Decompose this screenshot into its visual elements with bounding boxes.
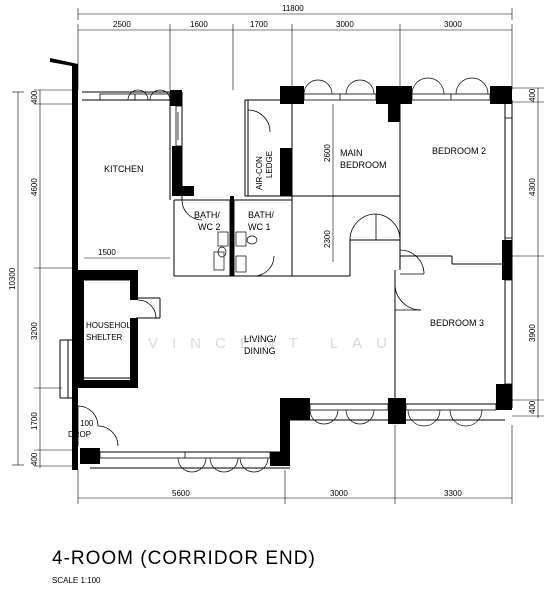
dim-left-3: 3200 [30, 322, 39, 340]
dim-kitchen-width: 1500 [98, 248, 116, 257]
window-swings [127, 77, 489, 473]
room-label-kitchen: KITCHEN [104, 164, 144, 174]
dim-top-3: 1700 [250, 20, 268, 29]
plan-title: 4-ROOM (CORRIDOR END) [52, 548, 316, 569]
dim-top-1: 2500 [113, 20, 131, 29]
dimension-lines [12, 8, 544, 504]
bath-fixtures [213, 231, 258, 273]
doors [77, 105, 425, 447]
dim-inner-mb-lower: 2300 [323, 230, 332, 248]
room-label-bedroom-3: BEDROOM 3 [430, 318, 484, 328]
dim-top-2: 1600 [190, 20, 208, 29]
room-label-bath2-1: BATH/ [194, 210, 220, 220]
room-label-drop-2: DROP [68, 430, 91, 439]
room-label-living-2: DINING [244, 346, 276, 356]
dim-right-4: 400 [528, 400, 537, 414]
watermark: VINCENT LAU [148, 335, 401, 352]
room-label-aircon-1: AIR-CON [255, 156, 264, 190]
thick-walls [50, 58, 512, 470]
dim-left-1: 400 [30, 90, 39, 104]
room-label-bath1-2: WC 1 [248, 222, 271, 232]
room-label-living-1: LIVING/ [244, 334, 277, 344]
dim-left-total: 10300 [8, 267, 17, 290]
dim-right-2: 4300 [528, 178, 537, 196]
dim-inner-mb-upper: 2600 [323, 144, 332, 162]
room-label-drop-1: 100 [80, 419, 94, 428]
plan-scale: SCALE 1:100 [52, 576, 101, 585]
dim-left-5: 400 [30, 452, 39, 466]
dim-top-4: 3000 [336, 20, 354, 29]
room-label-bath1-1: BATH/ [248, 210, 274, 220]
dim-left-4: 1700 [30, 412, 39, 430]
room-label-bath2-2: WC 2 [198, 222, 221, 232]
dim-bottom-3: 3300 [444, 489, 462, 498]
room-label-main-bedroom-1: MAIN [340, 148, 363, 158]
dim-left-2: 4600 [30, 178, 39, 196]
room-label-shelter-2: SHELTER [86, 333, 123, 342]
room-label-main-bedroom-2: BEDROOM [340, 160, 387, 170]
dim-top-total: 11800 [282, 4, 304, 13]
room-label-shelter-1: HOUSEHOLD [86, 321, 137, 330]
windows [99, 93, 513, 459]
dim-bottom-1: 5600 [172, 489, 190, 498]
dim-right-3: 3900 [528, 324, 537, 342]
room-label-bedroom-2: BEDROOM 2 [432, 146, 486, 156]
dim-right-1: 400 [528, 88, 537, 102]
dim-top-5: 3000 [444, 20, 462, 29]
dim-bottom-2: 3000 [330, 489, 348, 498]
room-label-aircon-2: LEDGE [265, 151, 274, 178]
